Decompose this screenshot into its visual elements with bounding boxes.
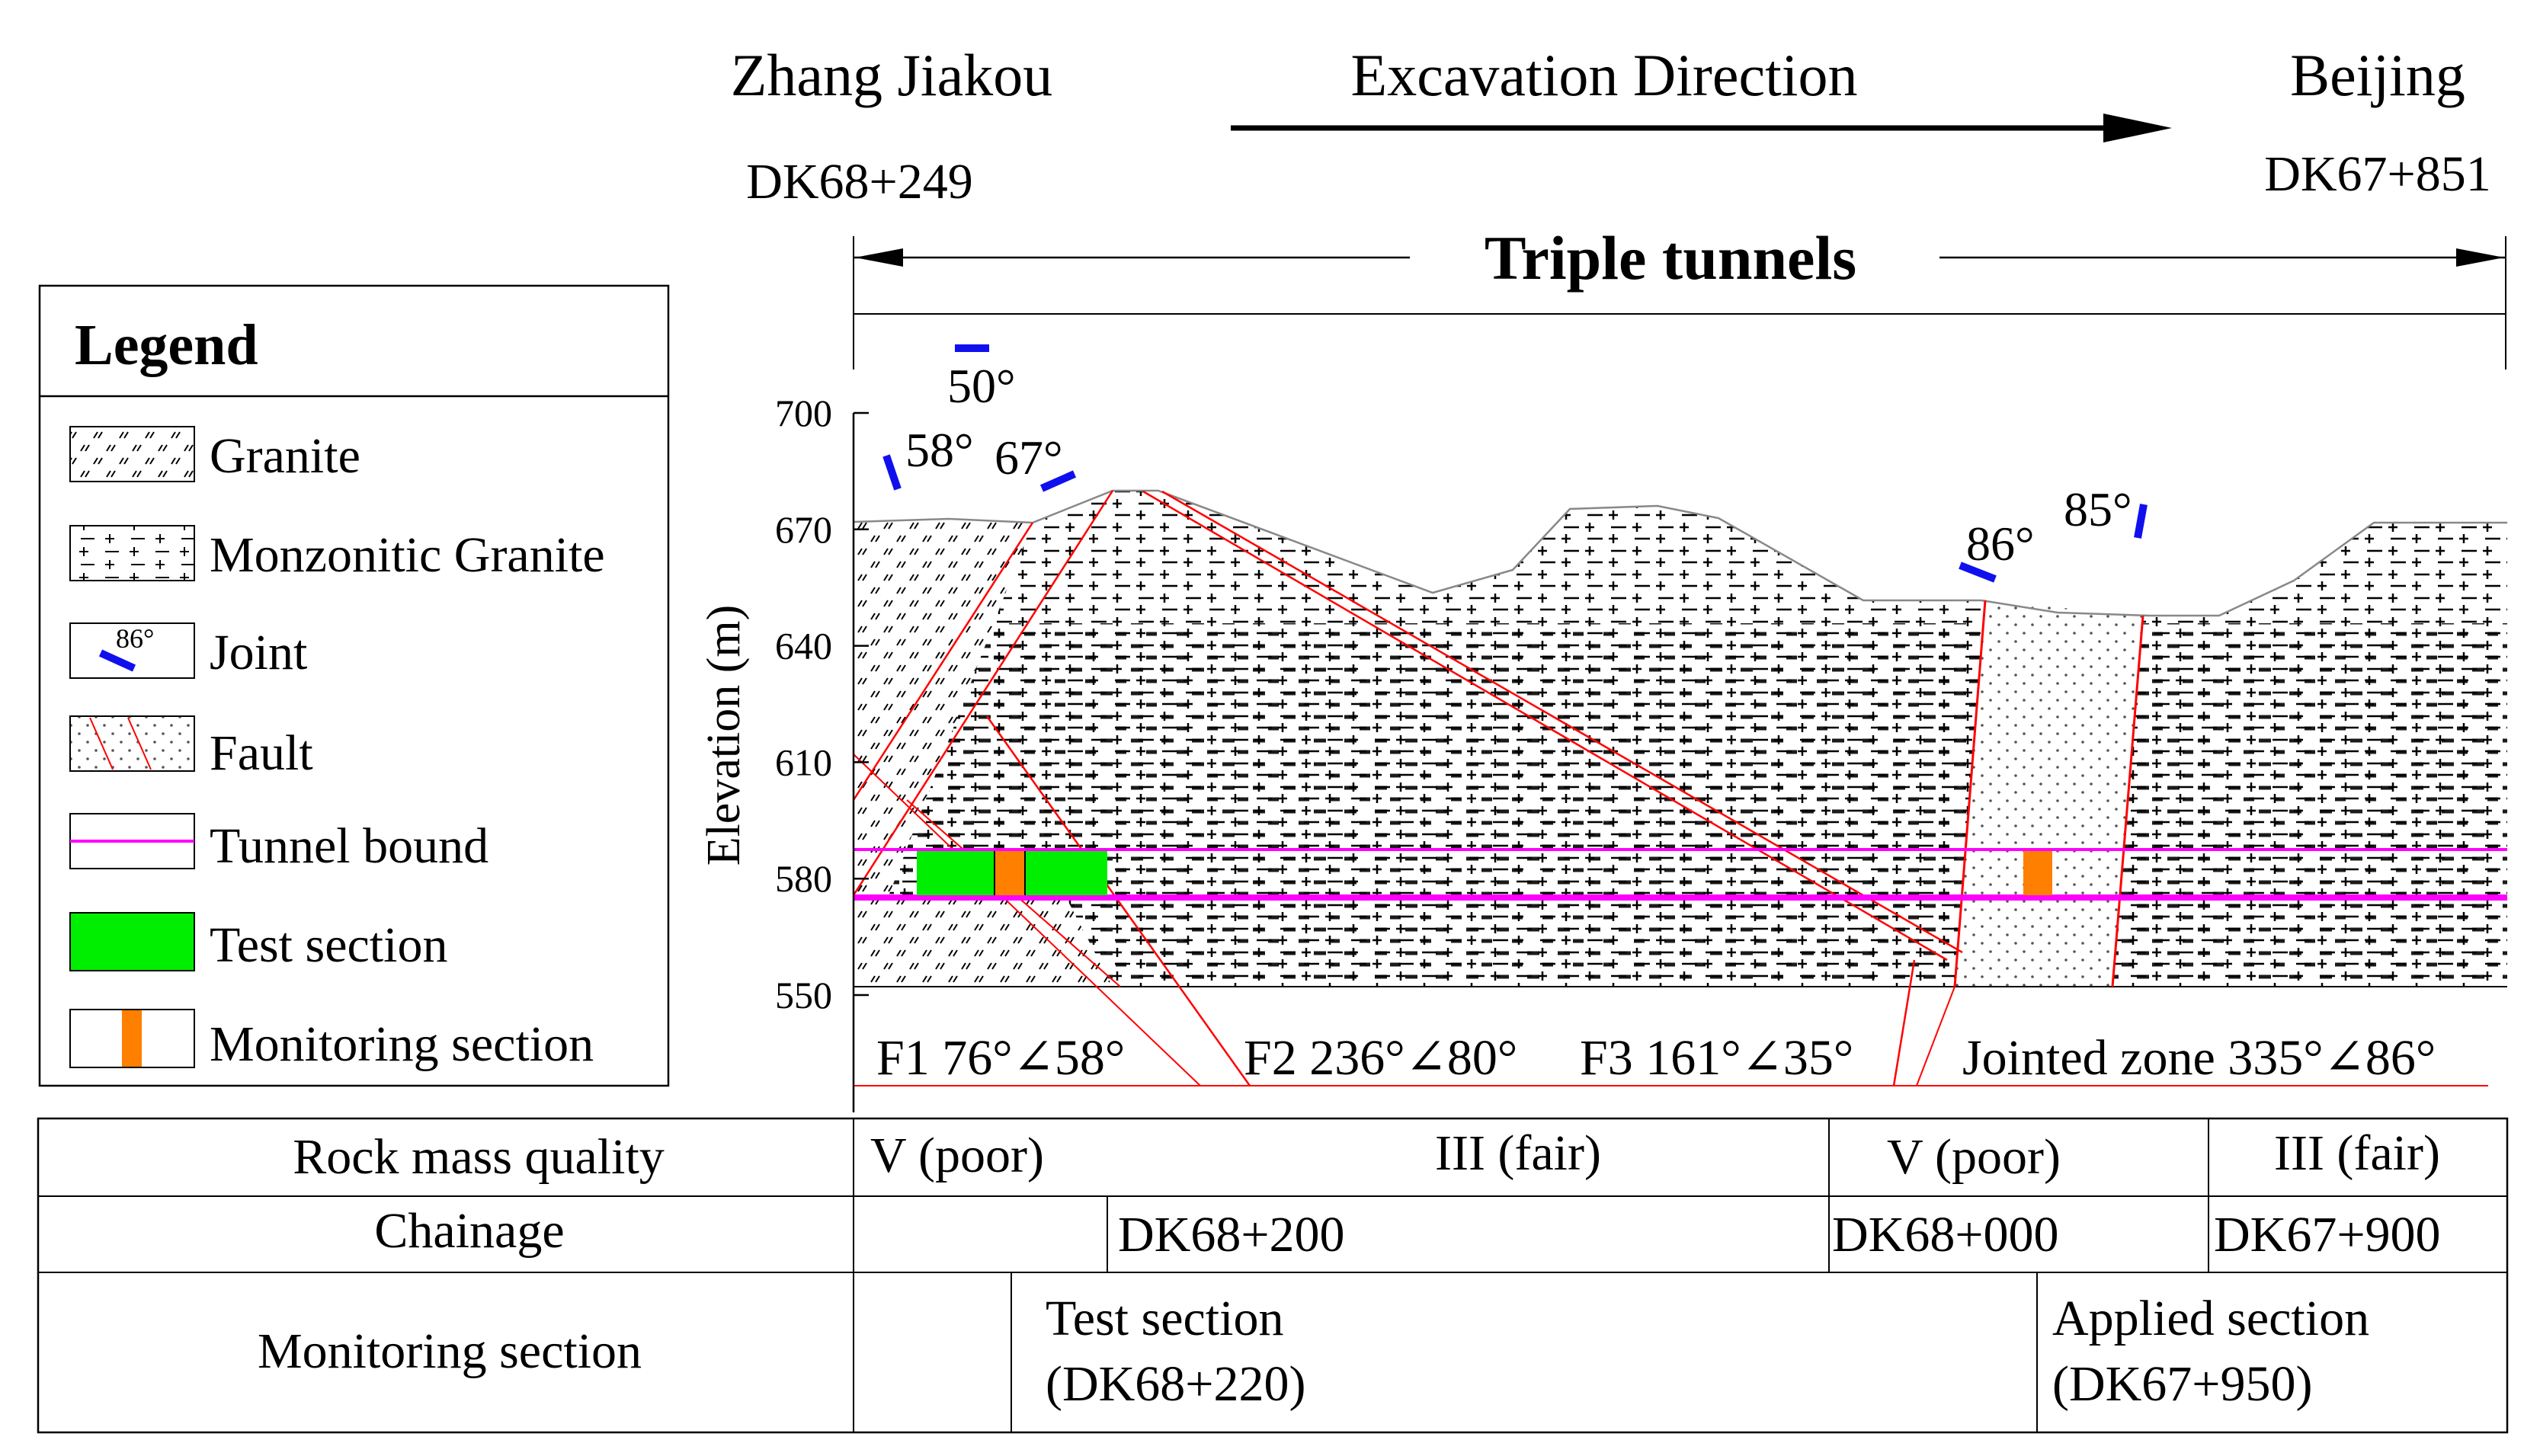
jointed-zone-boundaries xyxy=(1916,600,2144,1086)
fault-label-jointed-zone: Jointed zone 335°∠86° xyxy=(1962,1030,2436,1086)
elevation-tick-label: 610 xyxy=(775,741,832,783)
joint-icon: 86° xyxy=(69,622,195,679)
tunnel-bound-icon xyxy=(69,813,195,869)
destination-location-label: Beijing xyxy=(2290,42,2465,108)
legend-label-joint: Joint xyxy=(210,625,307,680)
granite-hatch-icon xyxy=(69,426,195,482)
joint-sample-angle: 86° xyxy=(116,623,154,654)
legend-label-granite: Granite xyxy=(210,428,360,484)
fault-label-f3: F3 161°∠35° xyxy=(1580,1030,1853,1086)
fault-label-f1: F1 76°∠58° xyxy=(876,1030,1125,1086)
monzonitic-granite-icon xyxy=(69,525,195,581)
monitoring-section-applied xyxy=(2023,851,2052,895)
chainage-cell-1: DK68+200 xyxy=(1118,1207,1345,1262)
elevation-tick-label: 640 xyxy=(775,625,832,667)
elevation-tick-label: 700 xyxy=(775,392,832,434)
joint-angle-58: 58° xyxy=(905,423,974,477)
legend-label-monitoring-section: Monitoring section xyxy=(210,1016,594,1072)
elevation-tick-label: 550 xyxy=(775,974,832,1016)
legend-label-tunnel-bound: Tunnel bound xyxy=(210,818,488,874)
triple-tunnels-span xyxy=(853,236,2506,370)
start-chainage-label: DK68+249 xyxy=(746,154,973,210)
legend-title: Legend xyxy=(75,313,258,377)
fault-icon xyxy=(69,715,195,772)
quality-cell-4: III (fair) xyxy=(2274,1125,2440,1181)
row-header-rock-mass-quality: Rock mass quality xyxy=(293,1129,665,1185)
elevation-tick-label: 580 xyxy=(775,857,832,900)
quality-cell-2: III (fair) xyxy=(1435,1125,1601,1181)
joint-symbol-58 xyxy=(882,454,902,491)
terrain-surface xyxy=(853,489,2507,617)
chainage-cell-3: DK67+900 xyxy=(2214,1207,2441,1262)
monitoring-cell-applied-line2: (DK67+950) xyxy=(2052,1356,2313,1412)
triple-tunnels-label: Triple tunnels xyxy=(1485,223,1856,293)
monitoring-section-test xyxy=(995,851,1024,895)
row-header-monitoring-section: Monitoring section xyxy=(258,1323,642,1379)
elevation-ticks: 700 670 640 610 580 550 xyxy=(775,392,869,1016)
joint-symbol-86 xyxy=(1959,562,1997,583)
excavation-direction-arrow xyxy=(1231,114,2172,142)
joint-symbol-85 xyxy=(2134,504,2148,539)
fault-f3 xyxy=(1142,490,1963,1086)
joint-angle-67: 67° xyxy=(995,430,1063,485)
joint-symbol-67 xyxy=(1039,470,1077,492)
fault-label-f2: F2 236°∠80° xyxy=(1244,1030,1517,1086)
rock-quality-table xyxy=(37,1117,2509,1434)
row-header-chainage: Chainage xyxy=(374,1203,564,1259)
legend: Legend Granite Monzonitic Granite 86° Jo… xyxy=(38,284,670,1087)
geological-profile xyxy=(852,489,2507,1086)
legend-label-fault: Fault xyxy=(210,725,313,781)
elevation-axis-label: Elevation (m) xyxy=(698,605,750,866)
fault-f2 xyxy=(985,715,1251,1086)
joint-angle-50: 50° xyxy=(947,359,1016,413)
joint-angle-86: 86° xyxy=(1966,517,2035,571)
origin-location-label: Zhang Jiakou xyxy=(731,42,1052,108)
monitoring-cell-applied-line1: Applied section xyxy=(2052,1291,2369,1346)
legend-label-test-section: Test section xyxy=(210,917,447,973)
monitoring-section-icon xyxy=(69,1009,195,1068)
quality-cell-3: V (poor) xyxy=(1887,1129,2061,1185)
joint-angle-85: 85° xyxy=(2064,482,2132,536)
end-chainage-label: DK67+851 xyxy=(2264,146,2491,202)
elevation-tick-label: 670 xyxy=(775,508,832,551)
excavation-direction-label: Excavation Direction xyxy=(1351,42,1858,108)
legend-label-monzonitic-granite: Monzonitic Granite xyxy=(210,527,605,583)
test-section-icon xyxy=(69,912,195,971)
quality-cell-1: V (poor) xyxy=(870,1128,1044,1183)
chainage-cell-2: DK68+000 xyxy=(1832,1207,2059,1262)
monitoring-cell-test-line2: (DK68+220) xyxy=(1046,1356,1306,1412)
monitoring-cell-test-line1: Test section xyxy=(1046,1291,1283,1346)
